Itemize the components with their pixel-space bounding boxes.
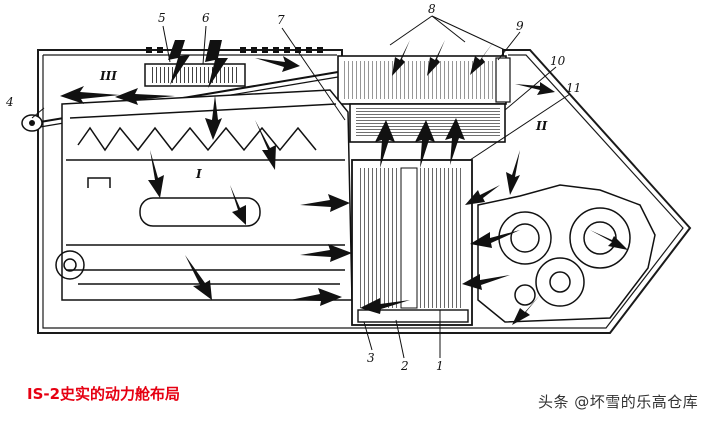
top-grille-slots <box>146 47 323 53</box>
air-filter-element <box>144 63 246 87</box>
callout-10: 10 <box>550 54 566 68</box>
zone-label-III: III <box>99 69 117 83</box>
callout-3: 3 <box>367 351 375 365</box>
callout-4: 4 <box>5 95 14 109</box>
figure-caption: IS-2史实的动力舱布局 <box>27 385 181 403</box>
radiator-assembly <box>337 55 511 143</box>
callout-7: 7 <box>277 13 285 27</box>
zone-label-I: I <box>195 167 202 181</box>
pipe-fitting <box>21 114 43 132</box>
callout-9: 9 <box>516 19 524 33</box>
watermark: 头条 @坏雪的乐高仓库 <box>538 393 699 411</box>
callout-6: 6 <box>202 11 210 25</box>
leader-lines <box>31 15 571 359</box>
engine-block <box>55 89 353 301</box>
callout-2: 2 <box>400 359 409 373</box>
callout-1: 1 <box>436 359 444 373</box>
gearbox <box>477 184 656 323</box>
airflow-arrows <box>60 40 628 325</box>
fan-assembly <box>351 159 473 326</box>
callout-8: 8 <box>428 2 436 16</box>
callout-11: 11 <box>566 81 581 95</box>
zone-label-II: II <box>535 119 548 133</box>
callout-5: 5 <box>158 11 166 25</box>
